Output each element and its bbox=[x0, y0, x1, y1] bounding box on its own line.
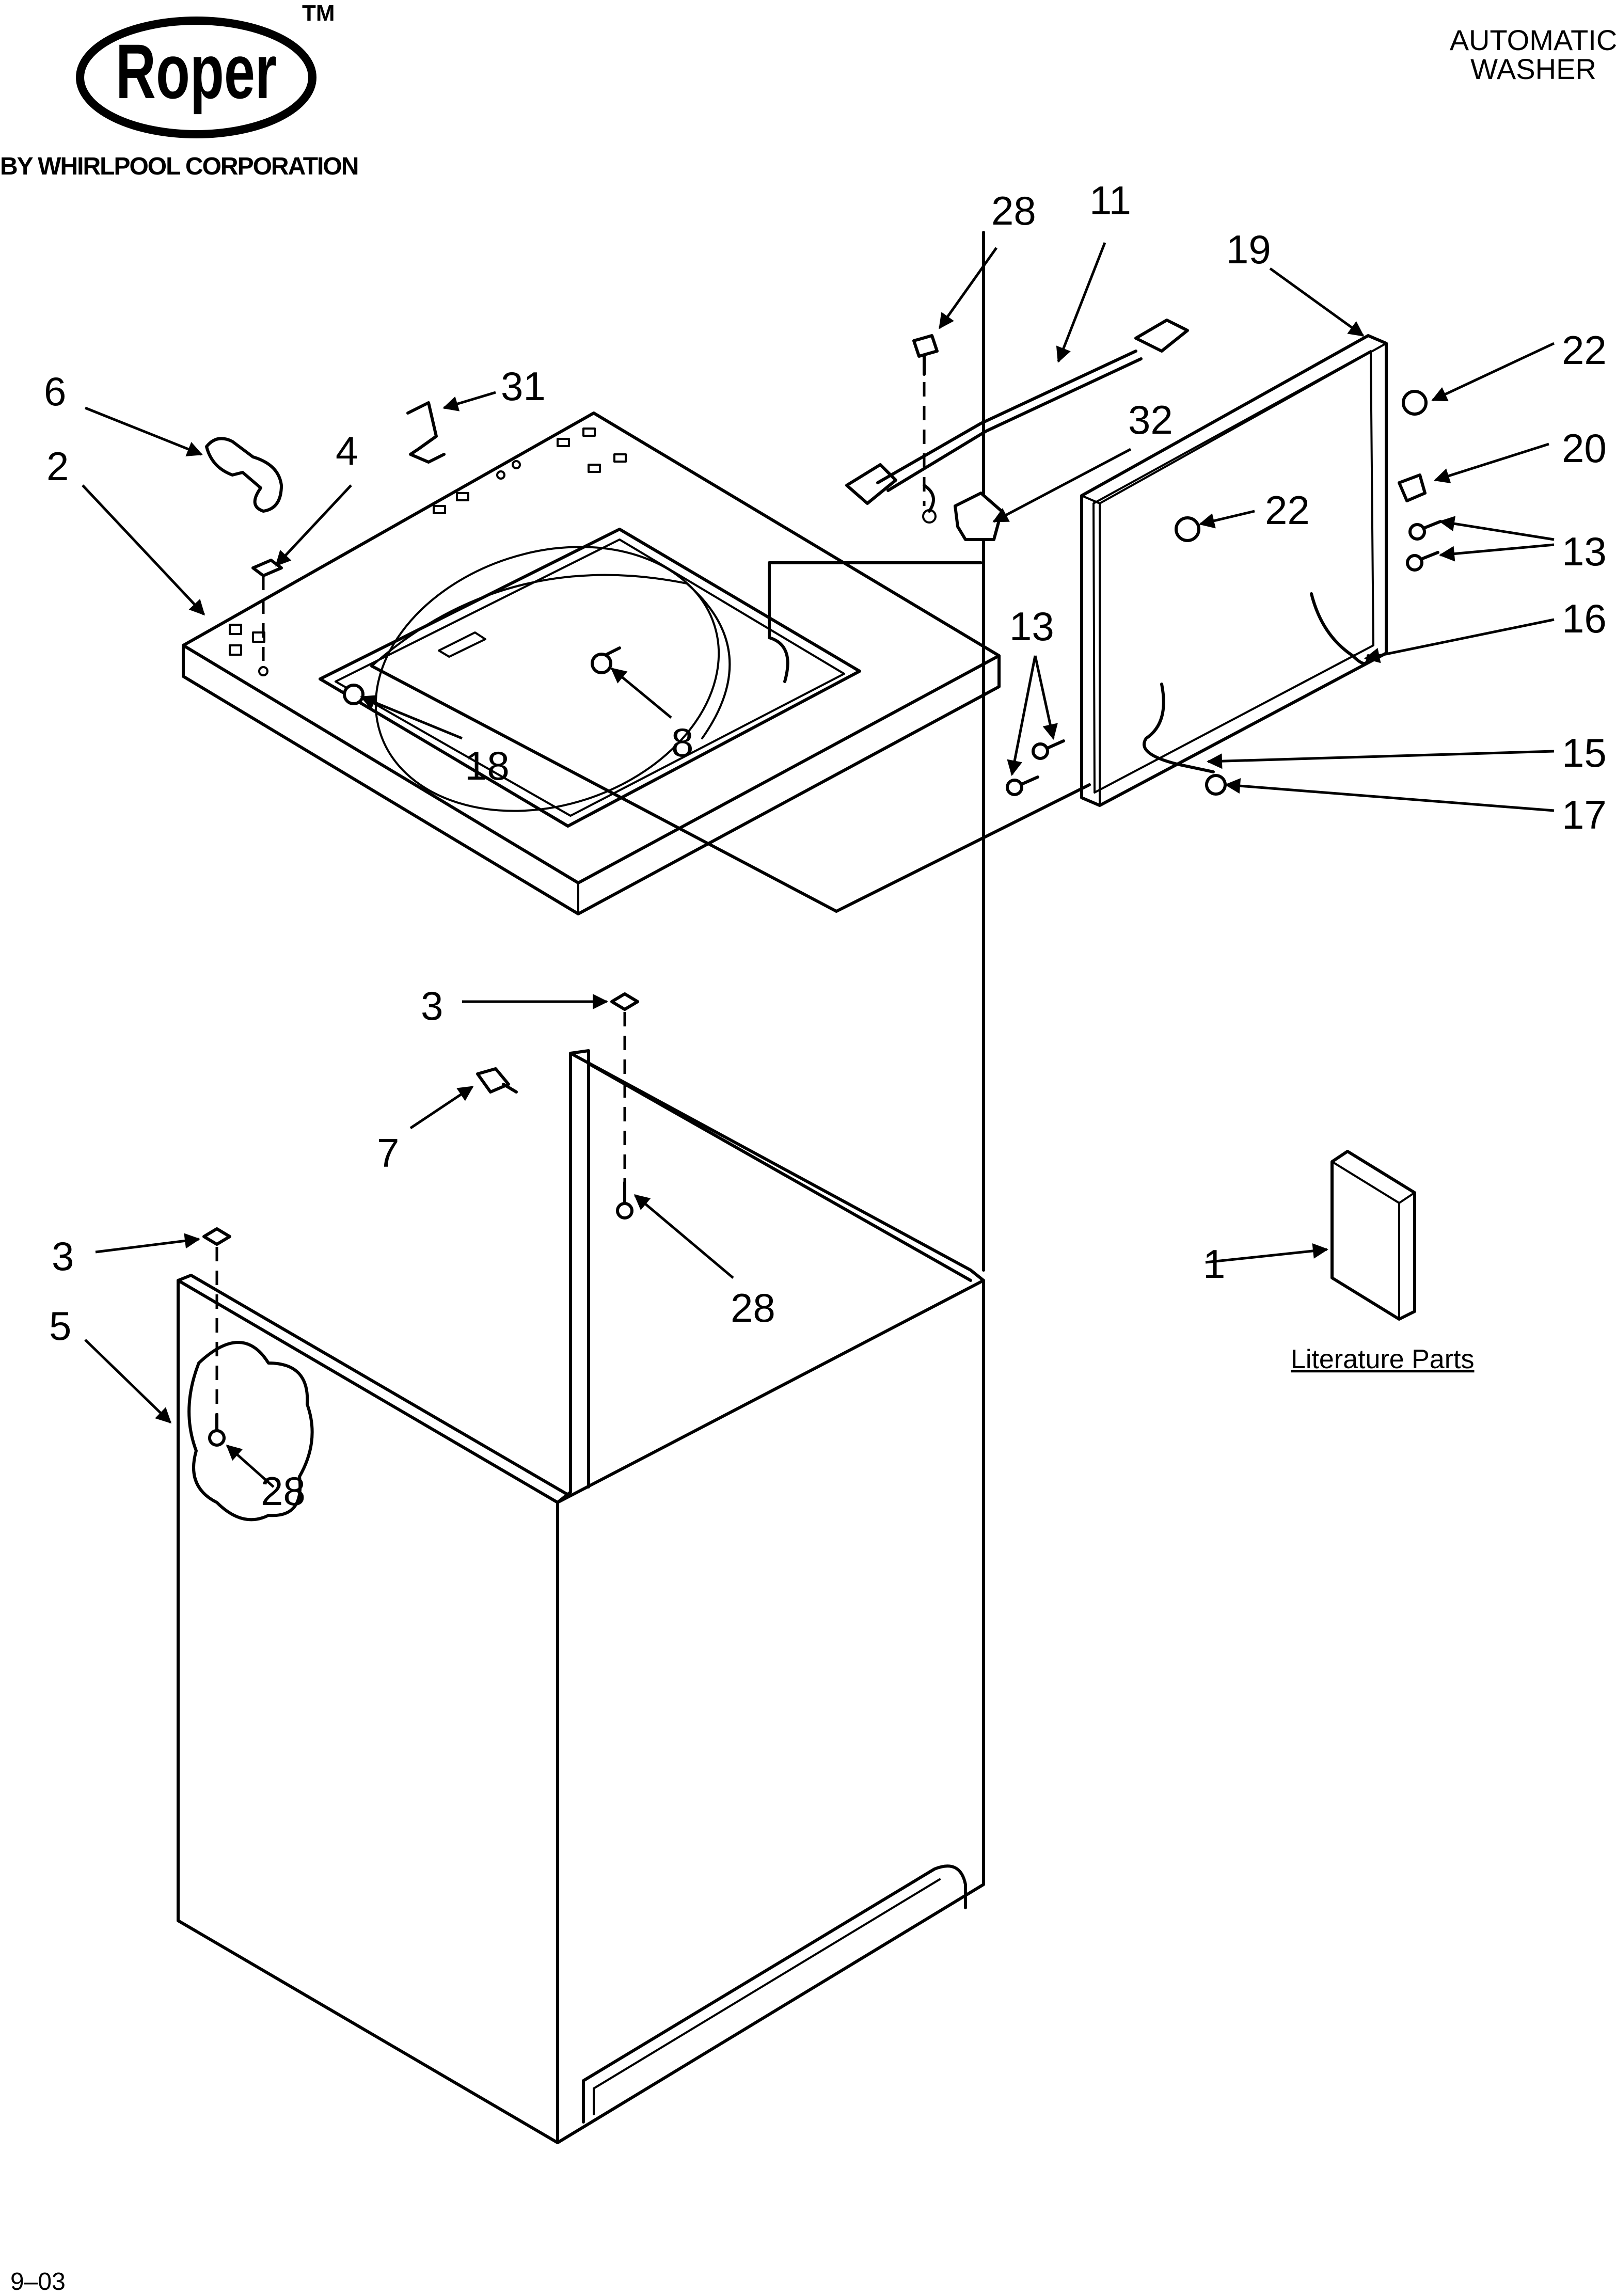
part-1-literature bbox=[1330, 1150, 1416, 1321]
part-13-screws bbox=[1006, 520, 1442, 796]
roper-logo: Roper TM bbox=[76, 1, 335, 138]
callout-13-left: 13 bbox=[1009, 604, 1054, 649]
leader-arrows bbox=[82, 242, 1555, 1488]
logo-text: Roper bbox=[116, 28, 277, 115]
callout-22-mid: 22 bbox=[1265, 487, 1310, 533]
callout-32: 32 bbox=[1128, 397, 1173, 442]
console-frame bbox=[1080, 334, 1388, 807]
callout-8: 8 bbox=[671, 720, 693, 765]
callout-15: 15 bbox=[1562, 730, 1607, 775]
part-28-screw-low bbox=[208, 1413, 226, 1447]
part-7-bolt bbox=[476, 1067, 518, 1094]
callout-3-left: 3 bbox=[52, 1233, 74, 1279]
doc-title-line1: AUTOMATIC bbox=[1450, 24, 1616, 56]
top-panel-assembly bbox=[182, 411, 1091, 915]
part-18-hose-fitting bbox=[343, 684, 365, 705]
part-17-plug bbox=[1205, 774, 1227, 796]
callout-6: 6 bbox=[44, 369, 66, 414]
callout-4: 4 bbox=[336, 428, 358, 473]
part-11-harness bbox=[845, 319, 1189, 524]
part-3-clip-top bbox=[610, 992, 639, 1182]
cabinet bbox=[177, 231, 985, 2144]
callout-7: 7 bbox=[377, 1130, 399, 1176]
part-6-clip bbox=[205, 437, 283, 513]
part-28-screw-top bbox=[912, 334, 939, 376]
callout-16: 16 bbox=[1562, 596, 1607, 641]
callout-2: 2 bbox=[46, 444, 69, 489]
callout-3-top: 3 bbox=[421, 983, 443, 1028]
callout-20: 20 bbox=[1562, 425, 1607, 471]
part-20-switch bbox=[1398, 473, 1427, 502]
callout-28-low: 28 bbox=[261, 1468, 306, 1514]
literature-parts-caption: Literature Parts bbox=[1291, 1344, 1475, 1374]
callout-11: 11 bbox=[1089, 178, 1131, 223]
callout-19: 19 bbox=[1226, 227, 1271, 272]
part-8-screw bbox=[591, 646, 621, 674]
byline: BY WHIRLPOOL CORPORATION bbox=[0, 153, 358, 180]
part-28-screw-mid bbox=[616, 1181, 633, 1220]
part-3-clip-left bbox=[202, 1227, 231, 1415]
callout-28-top: 28 bbox=[991, 188, 1036, 233]
callout-labels: 28 11 19 22 20 6 31 32 22 2 4 13 16 13 1… bbox=[44, 178, 1607, 1514]
part-4-nut bbox=[251, 559, 283, 676]
callout-28-mid: 28 bbox=[731, 1285, 775, 1331]
callout-5: 5 bbox=[49, 1303, 71, 1349]
callout-1: 1 bbox=[1203, 1241, 1225, 1287]
callout-31: 31 bbox=[501, 363, 546, 409]
callout-22-right: 22 bbox=[1562, 327, 1607, 373]
callout-18: 18 bbox=[465, 743, 510, 788]
part-32-knob bbox=[954, 492, 1003, 541]
part-31-clip bbox=[406, 401, 446, 464]
doc-title-line2: WASHER bbox=[1470, 53, 1596, 85]
callout-17: 17 bbox=[1562, 792, 1607, 837]
part-22-knobs bbox=[1175, 390, 1428, 542]
trademark-mark: TM bbox=[302, 1, 335, 26]
footer-date-code: 9–03 bbox=[10, 2268, 66, 2295]
callout-13-right: 13 bbox=[1562, 529, 1607, 574]
